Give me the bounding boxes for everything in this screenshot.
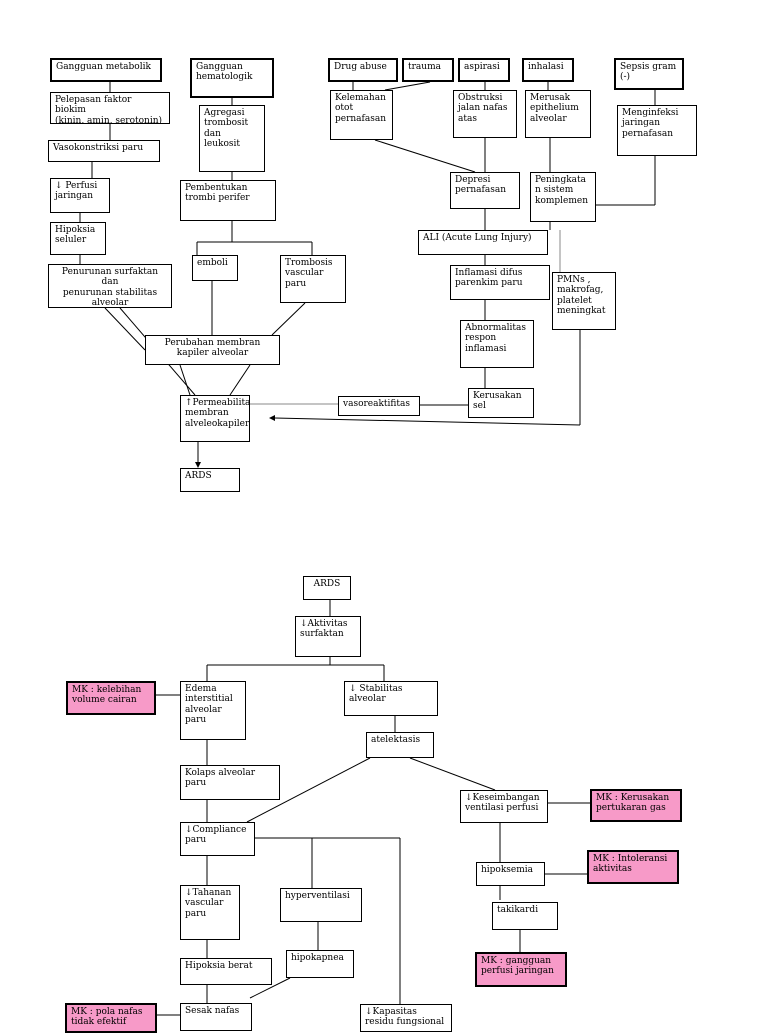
tahanan-vascular-box: ↓Tahanan vascular paru (180, 885, 240, 940)
perubahan-membran-box: Perubahan membran kapiler alveolar (145, 335, 280, 365)
kapasitas-box: ↓Kapasitas residu fungsional (360, 1004, 452, 1032)
peningkatan-komplemen-box: Peningkata n sistem komplemen (530, 172, 596, 222)
sepsis-gram-box: Sepsis gram (-) (614, 58, 684, 90)
depresi-pernafasan-box: Depresi pernafasan (450, 172, 520, 209)
mk-kelebihan-volume-box: MK : kelebihan volume cairan (66, 681, 156, 715)
trombosis-box: Trombosis vascular paru (280, 255, 346, 303)
hipoksia-berat-box: Hipoksia berat (180, 958, 272, 985)
inhalasi-box: inhalasi (522, 58, 574, 82)
kerusakan-sel-box: Kerusakan sel (468, 388, 534, 418)
aspirasi-box: aspirasi (458, 58, 510, 82)
merusak-epithelium-box: Merusak epithelium alveolar (525, 90, 591, 138)
edema-interstitial-box: Edema interstitial alveolar paru (180, 681, 246, 740)
perfusi-jaringan-box: ↓ Perfusi jaringan (50, 178, 110, 213)
drug-abuse-box: Drug abuse (328, 58, 398, 82)
permeabilitas-box: ↑Permeabilitas membran alveleokapiler (180, 395, 250, 442)
mk-kerusakan-gas-box: MK : Kerusakan pertukaran gas (590, 789, 682, 822)
penurunan-surfaktan-box: Penurunan surfaktan dan penurunan stabil… (48, 264, 172, 308)
vasokonstriksi-box: Vasokonstriksi paru (48, 140, 160, 162)
abnormalitas-box: Abnormalitas respon inflamasi (460, 320, 534, 368)
ards-box: ARDS (180, 468, 240, 492)
ali-box: ALI (Acute Lung Injury) (418, 230, 548, 255)
ards-top-box: ARDS (303, 576, 351, 600)
takikardi-box: takikardi (492, 902, 558, 930)
hipoksia-seluler-box: Hipoksia seluler (50, 222, 106, 255)
pmns-box: PMNs , makrofag, platelet meningkat (552, 272, 616, 330)
inflamasi-difus-box: Inflamasi difus parenkim paru (450, 265, 550, 300)
hipokapnea-box: hipokapnea (286, 950, 354, 978)
pelepasan-faktor-box: Pelepasan faktor biokim (kinin, amin, se… (50, 92, 170, 124)
pembentukan-trombi-box: Pembentukan trombi perifer (180, 180, 276, 221)
gangguan-hematologik-box: Gangguan hematologik (190, 58, 274, 98)
stabilitas-alveolar-box: ↓ Stabilitas alveolar (344, 681, 438, 716)
compliance-box: ↓Compliance paru (180, 822, 255, 856)
kolaps-alveolar-box: Kolaps alveolar paru (180, 765, 280, 800)
keseimbangan-box: ↓Keseimbangan ventilasi perfusi (460, 790, 548, 823)
aktivitas-surfaktan-box: ↓Aktivitas surfaktan (295, 616, 361, 657)
agregasi-box: Agregasi trombosit dan leukosit (199, 105, 265, 172)
vasoreaktifitas-box: vasoreaktifitas (338, 396, 420, 416)
hyperventilasi-box: hyperventilasi (280, 888, 362, 922)
atelektasis-box: atelektasis (366, 732, 434, 758)
gangguan-metabolik-box: Gangguan metabolik (50, 58, 162, 82)
mk-gangguan-perfusi-box: MK : gangguan perfusi jaringan (475, 952, 567, 987)
hipoksemia-box: hipoksemia (476, 862, 545, 886)
emboli-box: emboli (192, 255, 238, 281)
mk-pola-nafas-box: MK : pola nafas tidak efektif (65, 1003, 157, 1033)
mk-intoleransi-box: MK : Intoleransi aktivitas (587, 850, 679, 884)
trauma-box: trauma (402, 58, 454, 82)
kelemahan-otot-box: Kelemahan otot pernafasan (330, 90, 393, 140)
sesak-nafas-box: Sesak nafas (180, 1003, 252, 1031)
menginfeksi-box: Menginfeksi jaringan pernafasan (617, 105, 697, 156)
obstruksi-box: Obstruksi jalan nafas atas (453, 90, 517, 138)
